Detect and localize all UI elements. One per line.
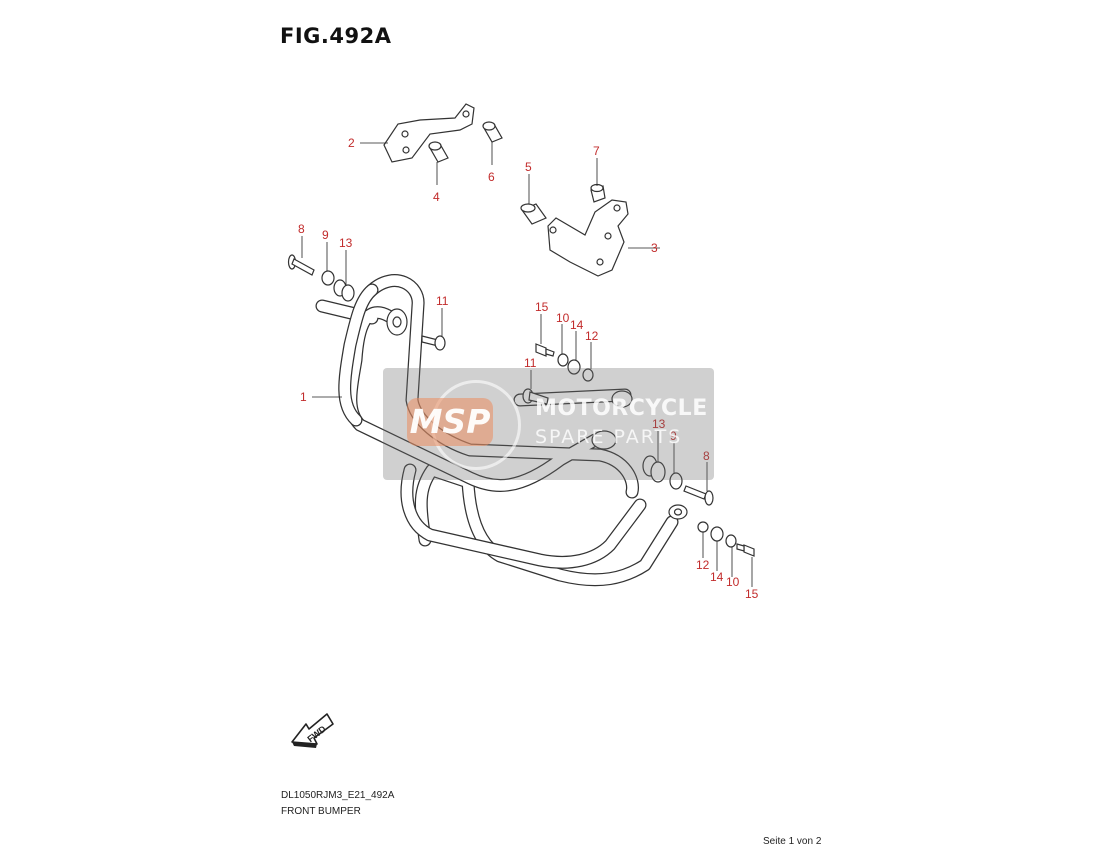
callout-1: 1 xyxy=(300,390,307,404)
bushing-6 xyxy=(482,121,503,143)
bracket-right xyxy=(547,199,629,277)
bolt-8-left xyxy=(287,254,315,276)
screw-11-right xyxy=(522,388,549,405)
section-name: FRONT BUMPER xyxy=(281,806,361,817)
callout-3: 3 xyxy=(651,241,658,255)
watermark-line-1: MOTORCYCLE xyxy=(535,396,708,421)
collar-5 xyxy=(520,203,547,225)
callout-8-left: 8 xyxy=(298,222,305,236)
collar-12-upper xyxy=(582,368,594,382)
callout-13-right: 13 xyxy=(652,417,666,431)
callout-10-lower: 10 xyxy=(726,575,740,589)
callout-9-right: 9 xyxy=(670,429,677,443)
bolt-15-lower xyxy=(736,543,755,557)
watermark-line-2: SPARE PARTS xyxy=(535,426,683,448)
callout-8-right: 8 xyxy=(703,449,710,463)
washer-10-upper xyxy=(557,353,569,367)
callout-14-lower: 14 xyxy=(710,570,724,584)
watermark: MSP MOTORCYCLE SPARE PARTS xyxy=(383,368,714,480)
callout-6: 6 xyxy=(488,170,495,184)
callout-11-right: 11 xyxy=(524,356,537,370)
cushion-13-left xyxy=(333,279,355,302)
callout-15-upper: 15 xyxy=(535,300,549,314)
callout-labels: 1 2 3 4 5 6 7 8 9 13 11 15 10 14 12 11 1… xyxy=(298,136,759,601)
bushing-4 xyxy=(428,141,449,163)
washer-9-right xyxy=(669,472,683,490)
callout-2: 2 xyxy=(348,136,355,150)
watermark-logo: MSP xyxy=(407,398,493,446)
cushion-14-upper xyxy=(567,359,581,375)
figure-title: FIG.492A xyxy=(280,24,392,48)
leader-lines xyxy=(301,142,753,587)
page-info: Seite 1 von 2 xyxy=(763,836,822,847)
bolt-15-upper xyxy=(535,343,555,357)
callout-9-left: 9 xyxy=(322,228,329,242)
callout-10-upper: 10 xyxy=(556,311,570,325)
callout-15-lower: 15 xyxy=(745,587,759,601)
model-code: DL1050RJM3_E21_492A xyxy=(281,790,395,801)
collar-12-lower xyxy=(697,521,709,533)
bolt-8-right xyxy=(683,485,714,506)
fwd-direction-arrow: FWD xyxy=(291,713,334,748)
cushion-13-right xyxy=(642,455,666,483)
callout-14-upper: 14 xyxy=(570,318,584,332)
collar-7 xyxy=(590,183,606,203)
callout-13-left: 13 xyxy=(339,236,353,250)
callout-12-lower: 12 xyxy=(696,558,710,572)
callout-12-upper: 12 xyxy=(585,329,599,343)
cushion-14-lower xyxy=(710,526,724,542)
washer-10-lower xyxy=(725,534,737,548)
callout-5: 5 xyxy=(525,160,532,174)
callout-11-left: 11 xyxy=(436,294,449,308)
callout-7: 7 xyxy=(593,144,600,158)
washer-9-left xyxy=(321,270,335,286)
callout-4: 4 xyxy=(433,190,440,204)
screw-11-left xyxy=(421,335,446,351)
bracket-left xyxy=(383,103,475,163)
